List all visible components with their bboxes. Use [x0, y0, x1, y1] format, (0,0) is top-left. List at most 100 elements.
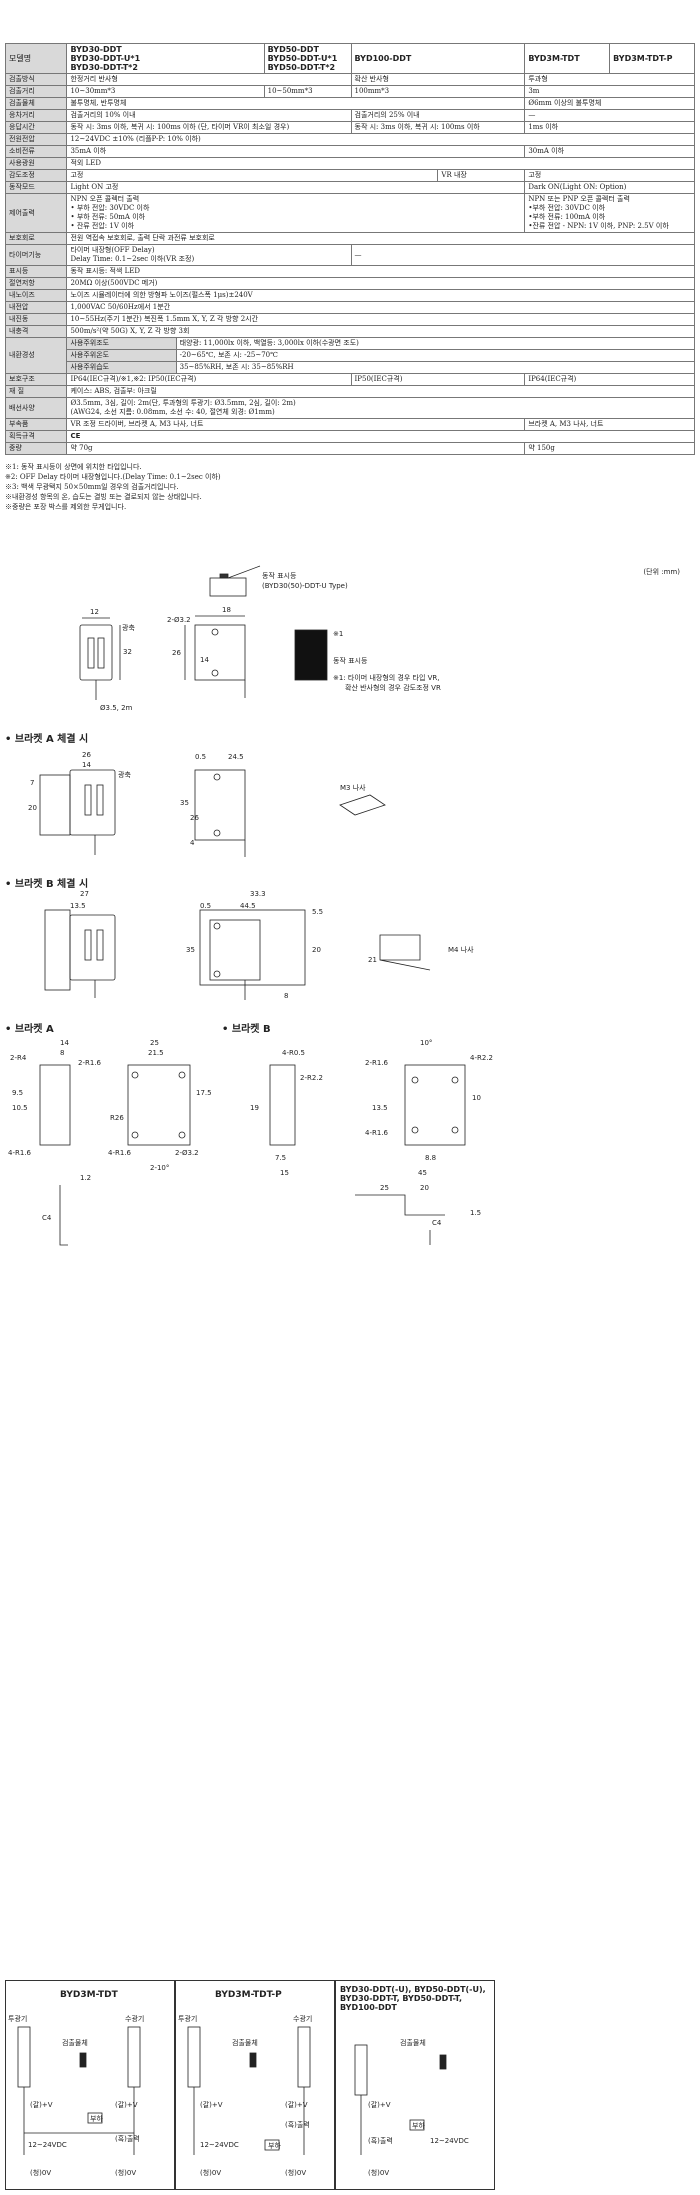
dim-14c: 14 — [60, 1039, 69, 1047]
label-indicator-type: (BYD30(50)-DDT-U Type) — [262, 582, 348, 590]
dim-445: 44.5 — [240, 902, 256, 910]
model-col5: BYD3M-TDT-P — [609, 43, 695, 74]
wiring-load-1: 부하 — [90, 2114, 103, 2123]
label-cable: Ø3.5, 2m — [100, 704, 133, 712]
wiring-diagrams: 투광기 수광기 검출물체 (갈)+V (갈)+V 부하 (흑)출력 12~24V… — [8, 2014, 469, 2177]
wiring-load-2: 부하 — [268, 2141, 281, 2150]
wiring-blue-2b: (청)0V — [285, 2169, 306, 2177]
dim-18: 18 — [222, 606, 231, 614]
dim-r422: 4-R2.2 — [470, 1054, 493, 1062]
dim-10d: 10° — [420, 1039, 432, 1047]
dim-r16: 2-R1.6 — [78, 1059, 102, 1067]
wiring-target-1: 검출물체 — [62, 2038, 88, 2047]
dim-19: 19 — [250, 1104, 259, 1112]
dim-12: 12 — [90, 608, 99, 616]
dim-14b: 14 — [82, 761, 91, 769]
dim-35: 35 — [180, 799, 189, 807]
dim-10deg: 2-10° — [150, 1164, 169, 1172]
wiring-brown-1b: (갈)+V — [115, 2101, 138, 2109]
dim-12s: 1.2 — [80, 1174, 91, 1182]
label-m4: M4 나사 — [448, 945, 474, 954]
dim-r22: 2-R2.2 — [300, 1074, 323, 1082]
wiring-blue-3: (청)0V — [368, 2169, 389, 2177]
bracket-b-title: • 브라켓 B — [222, 1024, 271, 1035]
dim-4: 4 — [190, 839, 195, 847]
dim-2phi32b: 2-Ø3.2 — [175, 1149, 199, 1157]
dim-20c: 20 — [420, 1184, 429, 1192]
dim-333: 33.3 — [250, 890, 266, 898]
dim-14: 14 — [200, 656, 209, 664]
sensor-dimension-drawing: 12 광축 32 Ø3.5, 2m 18 2-Ø3.2 26 14 동작 표시등… — [79, 565, 441, 712]
dim-8: 8 — [284, 992, 288, 1000]
wiring-brown-1: (갈)+V — [30, 2101, 53, 2109]
wiring-brown-3: (갈)+V — [368, 2101, 391, 2109]
wiring-black-2: (흑)출력 — [285, 2120, 310, 2129]
wiring-blue-1: (청)0V — [30, 2169, 51, 2177]
footnotes: ※1: 동작 표시등이 상면에 위치한 타입입니다.※2: OFF Delay … — [5, 463, 221, 511]
wiring-title-tdt-p: BYD3M-TDT-P — [215, 1990, 282, 2000]
dim-r416b: 4-R1.6 — [108, 1149, 132, 1157]
bracket-b-mount-title: • 브라켓 B 체결 시 — [5, 879, 89, 890]
unit-label: (단위 :mm) — [643, 568, 680, 576]
dim-r416c: 4-R1.6 — [365, 1129, 389, 1137]
dim-175: 17.5 — [196, 1089, 212, 1097]
wiring-target-2: 검출물체 — [232, 2038, 258, 2047]
dim-26: 26 — [172, 649, 181, 657]
wiring-emitter-2: 투광기 — [178, 2014, 197, 2023]
dim-05: 0.5 — [195, 753, 206, 761]
wiring-receiver-2: 수광기 — [293, 2014, 312, 2023]
dim-26c: 26 — [190, 814, 199, 822]
dim-25b: 25 — [380, 1184, 389, 1192]
dim-88: 8.8 — [425, 1154, 436, 1162]
dim-25: 25 — [150, 1039, 159, 1047]
dim-32: 32 — [123, 648, 132, 656]
wiring-supply-1: 12~24VDC — [28, 2141, 67, 2149]
label-optical-axis-2: 광축 — [118, 770, 131, 779]
dim-21: 21 — [368, 956, 377, 964]
label-note1: ※1 — [333, 630, 343, 638]
wiring-target-3: 검출물체 — [400, 2038, 426, 2047]
dim-15: 15 — [280, 1169, 289, 1177]
dim-r416: 4-R1.6 — [8, 1149, 32, 1157]
dim-r4: 2-R4 — [10, 1054, 27, 1062]
dim-10: 10 — [472, 1094, 481, 1102]
label-op-indicator: 동작 표시등 — [333, 656, 368, 665]
bracket-b-mount-drawing: 27 13.5 33.3 0.5 44.5 5.5 35 20 8 21 M4 … — [44, 890, 474, 1000]
wiring-black-3: (흑)출력 — [368, 2136, 393, 2145]
dim-r26: R26 — [110, 1114, 124, 1122]
wiring-blue-2: (청)0V — [200, 2169, 221, 2177]
bracket-dimension-drawing: 14 8 2-R4 2-R1.6 10.5 9.5 4-R1.6 1.2 C4 … — [8, 1039, 493, 1246]
dim-215: 21.5 — [148, 1049, 164, 1057]
dim-r16b: 2-R1.6 — [365, 1059, 389, 1067]
dim-45: 45 — [418, 1169, 427, 1177]
label-vr-note: ※1: 타이머 내장형의 경우 타입 VR, — [333, 673, 440, 682]
model-col3: BYD100-DDT — [350, 43, 526, 74]
dim-15s: 1.5 — [470, 1209, 481, 1217]
bracket-a-mount-title: • 브라켓 A 체결 시 — [5, 734, 89, 745]
wiring-title-ddt: BYD30-DDT(-U), BYD50-DDT(-U),BYD30-DDT-T… — [340, 1985, 486, 2012]
